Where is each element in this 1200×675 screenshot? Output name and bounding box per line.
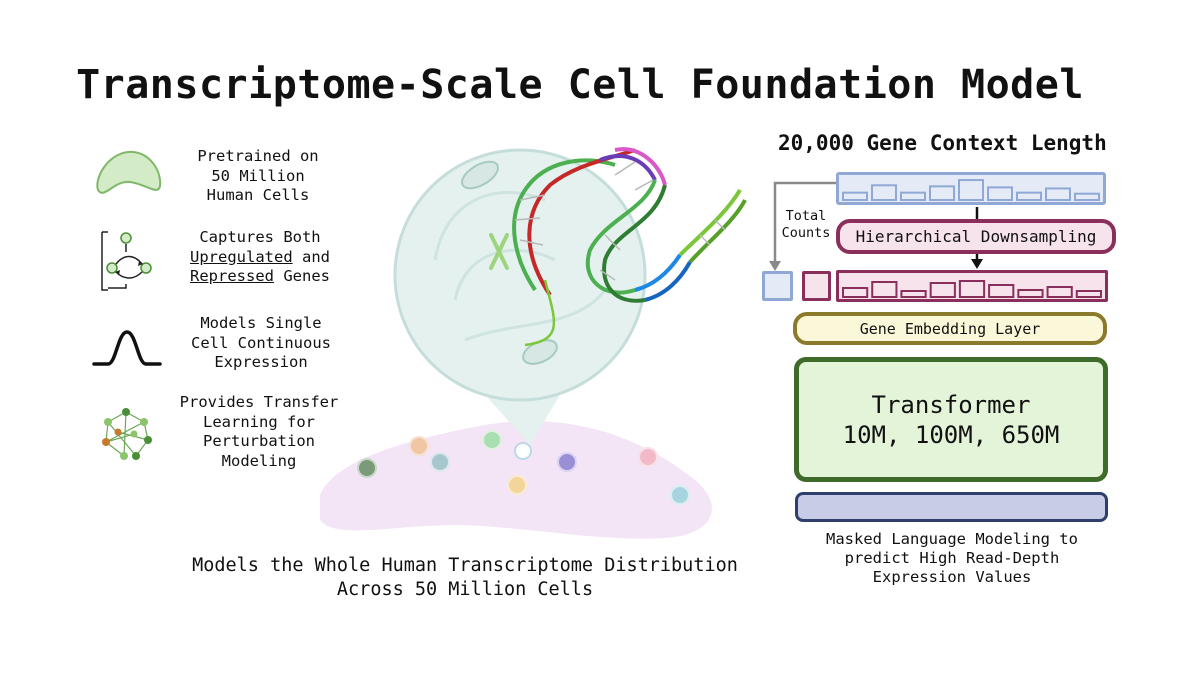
expression-bar: [1017, 289, 1044, 298]
total-counts-arrow: [773, 181, 837, 263]
cell-dna-illustration: [320, 147, 747, 539]
expression-bar: [871, 281, 898, 298]
repressed-text: Repressed: [190, 267, 274, 285]
expression-bar: [1074, 192, 1100, 202]
feature-line: Repressed Genes: [145, 267, 375, 287]
bell-curve-icon: [92, 330, 162, 366]
illustration-caption: Models the Whole Human Transcriptome Dis…: [140, 554, 790, 602]
expression-bar: [987, 186, 1013, 201]
feature-line: Provides Transfer: [179, 393, 339, 411]
feature-line-rest: Genes: [274, 267, 330, 285]
expression-bar: [842, 191, 868, 201]
gene-embedding-layer-box: Gene Embedding Layer: [793, 312, 1107, 345]
expression-bar: [958, 179, 984, 202]
chromosome-icon: [489, 233, 509, 270]
feature-line: Modeling: [221, 451, 297, 470]
expression-bar: [842, 287, 869, 298]
output-prediction-box: [795, 492, 1108, 522]
cell-shape-icon: [96, 150, 162, 194]
feature-line: Human Cells: [206, 186, 310, 204]
expression-bar: [900, 290, 927, 298]
page-title: Transcriptome-Scale Cell Foundation Mode…: [76, 62, 1084, 108]
expression-bar: [958, 280, 986, 298]
feature-line: Models Single: [200, 314, 322, 332]
total-counts-label: Total Counts: [778, 208, 834, 242]
feature-continuous: Models Single Cell Continuous Expression: [146, 314, 376, 373]
embedding-label: Gene Embedding Layer: [859, 319, 1041, 338]
feature-captures: Captures Both Upregulated and Repressed …: [145, 228, 375, 287]
expression-bar: [1045, 187, 1071, 201]
downsampled-count-token: [802, 271, 831, 301]
mitochondria-icon: [460, 160, 558, 365]
downsampled-expression-box: [836, 270, 1108, 302]
total-counts-line: Counts: [781, 225, 831, 241]
feature-line: Captures Both: [199, 228, 321, 246]
total-count-token: [762, 271, 793, 301]
expression-bar: [988, 284, 1015, 298]
mlm-caption: Masked Language Modeling to predict High…: [792, 530, 1112, 587]
transformer-label: Transformer: [871, 390, 1031, 419]
feature-line: Expression: [214, 353, 308, 371]
tissue-cells: [357, 430, 690, 505]
transformer-box: Transformer 10M, 100M, 650M: [794, 357, 1108, 482]
downsampling-label: Hierarchical Downsampling: [855, 227, 1097, 246]
feature-line-rest: and: [292, 247, 330, 266]
feature-pretrained: Pretrained on 50 Million Human Cells: [143, 147, 373, 206]
regulation-cycle-icon: [101, 231, 152, 291]
expression-bar: [929, 282, 956, 298]
expression-bar: [871, 184, 897, 201]
downsample-arrowhead: [971, 259, 983, 269]
hierarchical-downsampling-box: Hierarchical Downsampling: [836, 219, 1116, 254]
downsampled-bars: [842, 280, 1102, 298]
network-graph-icon: [102, 408, 152, 460]
feature-line: Pretrained on: [197, 147, 319, 165]
expression-bar: [1075, 290, 1102, 298]
mlm-caption-line: predict High Read-Depth: [844, 549, 1060, 567]
caption-line: Models the Whole Human Transcriptome Dis…: [192, 555, 738, 576]
expression-bar: [1046, 286, 1073, 298]
input-expression-box: [836, 172, 1106, 205]
mlm-caption-line: Expression Values: [872, 568, 1032, 586]
expression-bar: [929, 185, 955, 201]
feature-line: 50 Million: [211, 166, 305, 185]
input-bars: [842, 179, 1100, 202]
expression-bar: [900, 191, 926, 201]
total-counts-arrowhead: [769, 261, 781, 271]
expression-bar: [1016, 191, 1042, 201]
dna-helix-icon: [512, 147, 747, 347]
feature-line: Learning for: [203, 412, 315, 431]
context-length-title: 20,000 Gene Context Length: [778, 131, 1107, 155]
upregulated-text: Upregulated: [190, 247, 293, 266]
zoom-pointer: [485, 395, 560, 445]
feature-line: Cell Continuous: [191, 333, 331, 352]
caption-line: Across 50 Million Cells: [336, 579, 594, 600]
feature-line: Upregulated and: [145, 248, 375, 268]
mlm-caption-line: Masked Language Modeling to: [826, 530, 1078, 548]
feature-line: Perturbation: [203, 432, 315, 450]
total-counts-line: Total: [785, 208, 827, 224]
transformer-sizes: 10M, 100M, 650M: [842, 420, 1060, 449]
feature-transfer: Provides Transfer Learning for Perturbat…: [144, 393, 374, 471]
